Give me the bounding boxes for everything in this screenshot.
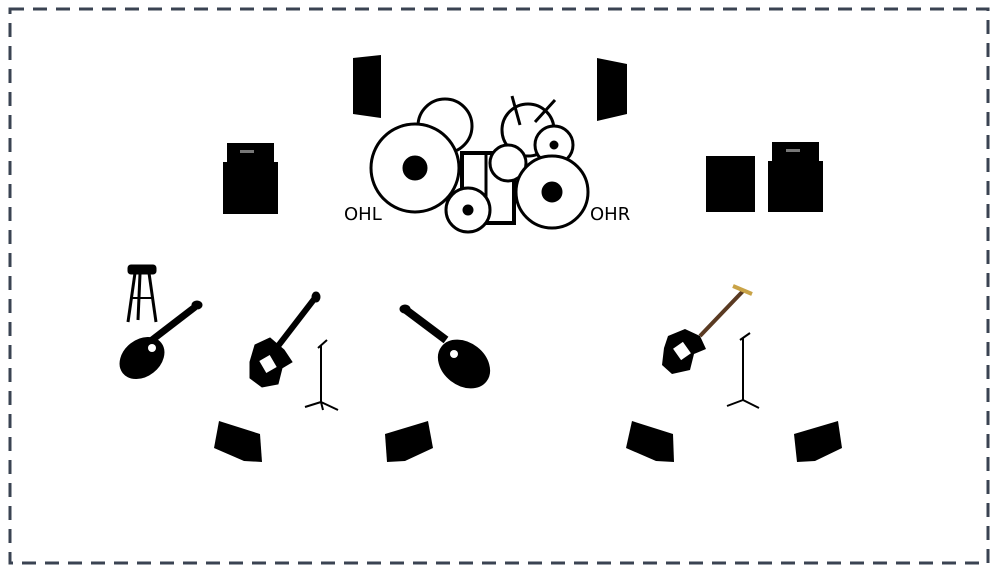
speaker-icon bbox=[597, 58, 627, 121]
floor-monitor-icon bbox=[214, 421, 262, 462]
stage-border bbox=[8, 7, 990, 565]
floor-monitor-icon bbox=[626, 421, 674, 462]
mic-stand-icon bbox=[304, 339, 339, 411]
drum-kit-icon bbox=[369, 95, 590, 234]
floor-monitor-icon bbox=[794, 421, 842, 462]
label-ohl: OHL bbox=[344, 204, 382, 225]
acoustic-guitar-icon bbox=[119, 300, 203, 379]
bass-amp-icon bbox=[768, 142, 823, 212]
acoustic-guitar-icon bbox=[399, 304, 491, 389]
mic-stand-icon bbox=[726, 332, 760, 409]
bass-guitar-icon bbox=[662, 284, 753, 374]
bass-amp-icon bbox=[706, 156, 755, 212]
label-ohr: OHR bbox=[590, 204, 630, 225]
floor-monitor-icon bbox=[385, 421, 433, 462]
stool-icon bbox=[126, 264, 158, 323]
guitar-amp-icon bbox=[223, 143, 278, 214]
electric-guitar-icon bbox=[249, 291, 321, 388]
speaker-icon bbox=[353, 55, 381, 118]
